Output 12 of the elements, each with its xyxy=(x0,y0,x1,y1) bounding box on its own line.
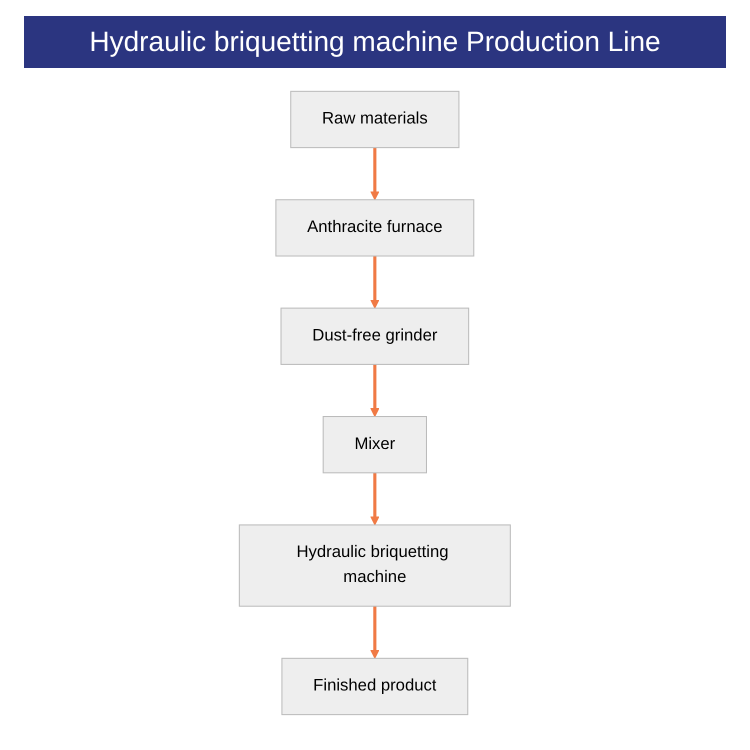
node-box: Hydraulic briquetting machine xyxy=(238,524,511,607)
arrow xyxy=(370,364,380,417)
arrow xyxy=(370,256,380,309)
node-box: Dust-free grinder xyxy=(280,308,470,365)
title-banner: Hydraulic briquetting machine Production Line xyxy=(24,16,726,68)
node-box: Finished product xyxy=(282,658,468,716)
arrow xyxy=(370,472,380,526)
node-box: Anthracite furnace xyxy=(276,199,474,257)
arrow xyxy=(370,148,380,200)
node-box: Mixer xyxy=(322,416,428,474)
arrow xyxy=(370,606,380,659)
node-box: Raw materials xyxy=(290,90,460,148)
